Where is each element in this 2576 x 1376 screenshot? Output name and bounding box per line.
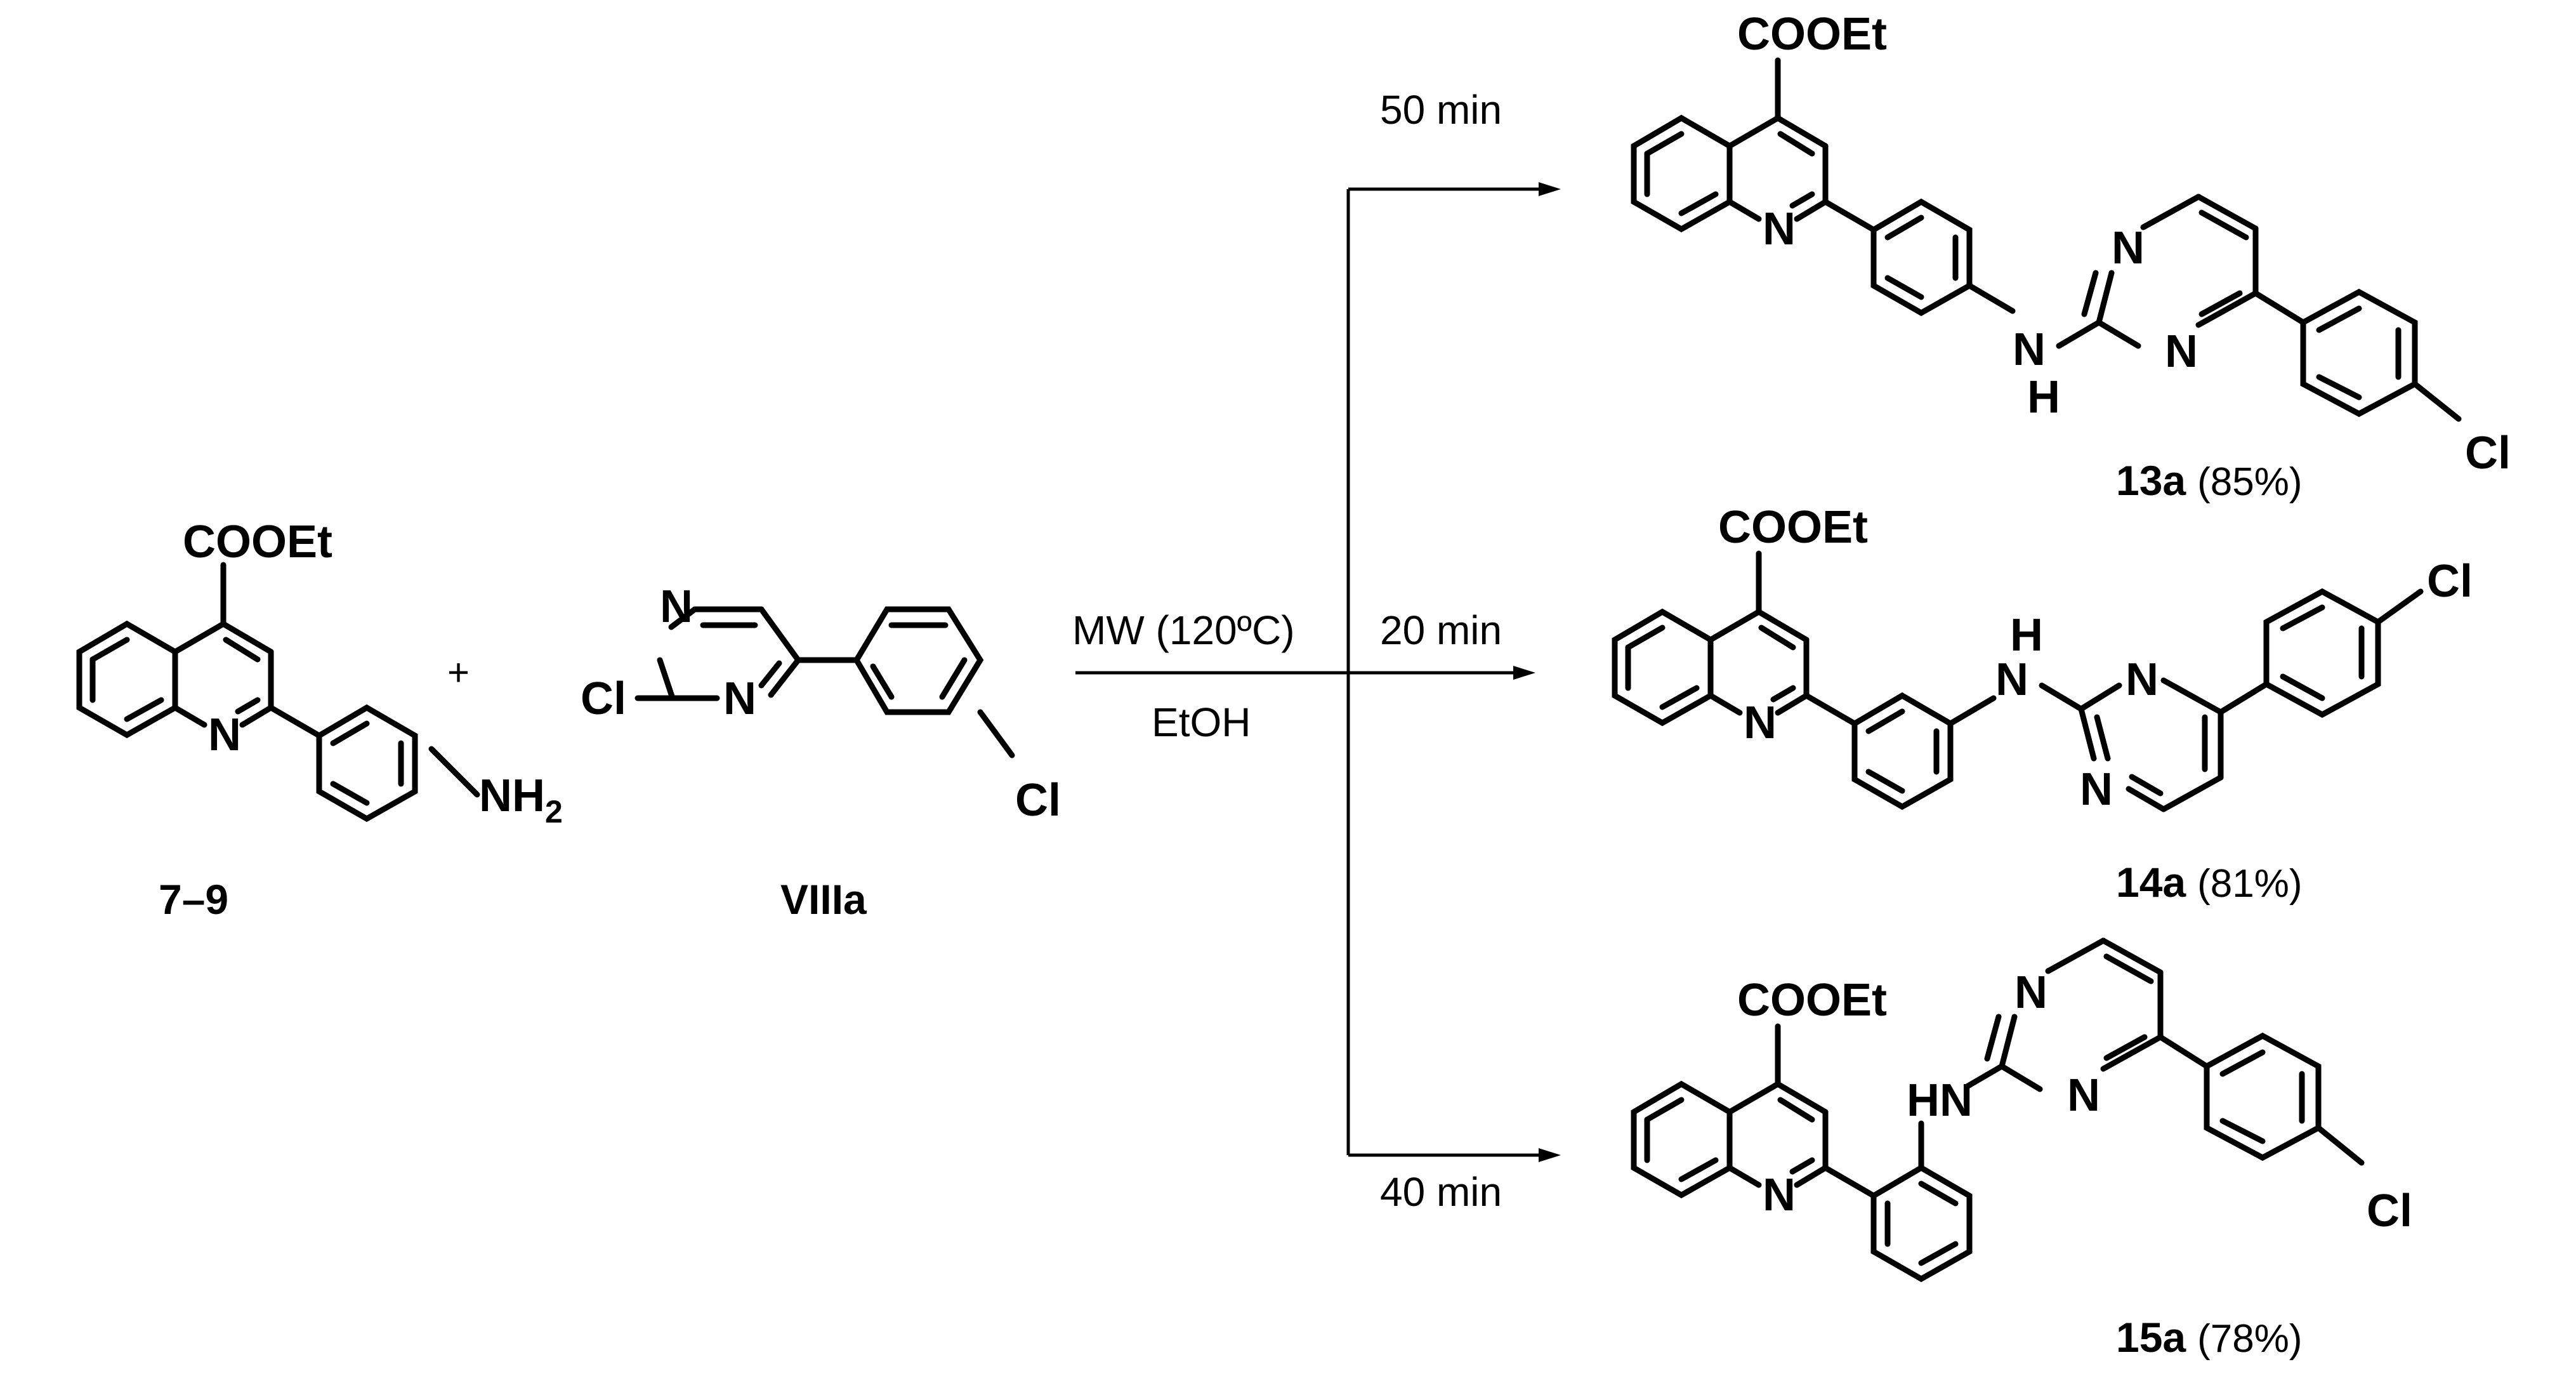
pym-n3-label: N — [723, 673, 756, 724]
ester-label: COOEt — [1737, 975, 1887, 1026]
ester-label: COOEt — [183, 517, 332, 567]
nh-h-label: H — [2027, 372, 2060, 423]
nh-n-label: N — [1995, 654, 2028, 705]
ester-label: COOEt — [1737, 9, 1887, 60]
reaction-arrow: MW (120ºC) EtOH 50 min 20 min 40 min — [1072, 87, 1561, 1215]
product-13a: COOEt N N H N N Cl 13a(85%) — [1631, 9, 2511, 504]
pym-n3-label: N — [2080, 764, 2113, 815]
product-14a: COOEt N H N N N Cl 14a(81%) — [1612, 502, 2473, 906]
condition-reagent: MW (120ºC) — [1072, 607, 1295, 653]
compound-15a: 15a(78%) — [2116, 1314, 2303, 1361]
nh-n-label: N — [2013, 324, 2046, 375]
branch-time-top: 50 min — [1380, 87, 1502, 133]
pym-n3-label: N — [2165, 326, 2198, 377]
chloro-label: Cl — [581, 673, 626, 724]
pym-n1-label: N — [660, 581, 693, 632]
reactant-chloropyrimidine: N N Cl Cl VIIIa — [581, 581, 1061, 923]
nh-label: HN — [1907, 1075, 1973, 1126]
compound-14a: 14a(81%) — [2116, 859, 2303, 906]
nh-h-label: H — [2010, 610, 2043, 661]
ring-n-label: N — [1763, 204, 1796, 255]
compound-label-viiia: VIIIa — [780, 876, 867, 923]
compound-13a: 13a(85%) — [2116, 457, 2303, 504]
compound-label-7-9: 7–9 — [159, 876, 228, 923]
condition-solvent: EtOH — [1152, 699, 1251, 745]
ring-n-label: N — [1763, 1170, 1796, 1221]
reactant-quinoline-aminophenyl: COOEt N NH2 7–9 — [76, 517, 563, 923]
pym-n3-label: N — [2067, 1070, 2100, 1121]
ring-n-label: N — [1744, 698, 1777, 748]
branch-time-middle: 20 min — [1380, 607, 1502, 653]
ring-n-label: N — [208, 710, 241, 760]
pym-n1-label: N — [2112, 223, 2145, 274]
pym-n1-label: N — [2126, 654, 2159, 705]
aryl-chloro-label: Cl — [2367, 1186, 2412, 1236]
plus-sign: + — [447, 651, 470, 694]
amine-label: NH2 — [479, 771, 563, 830]
branch-time-bottom: 40 min — [1380, 1169, 1502, 1215]
aryl-chloro-label: Cl — [2465, 428, 2511, 479]
product-15a: COOEt N HN N N Cl 15a(78%) — [1631, 937, 2412, 1361]
aryl-chloro-label: Cl — [1015, 775, 1061, 826]
aryl-chloro-label: Cl — [2427, 556, 2473, 607]
ester-label: COOEt — [1718, 502, 1868, 553]
pym-n1-label: N — [2014, 967, 2047, 1018]
